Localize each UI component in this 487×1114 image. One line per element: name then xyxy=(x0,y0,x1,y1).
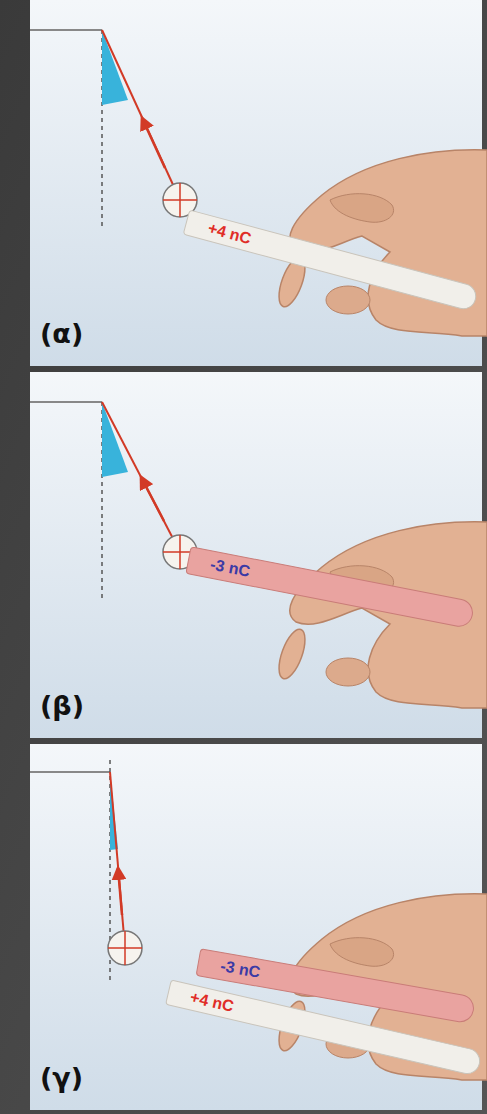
charge-value: +4 nC xyxy=(206,219,253,248)
charged-rod: +4 nC xyxy=(183,209,480,312)
charge-value: -3 nC xyxy=(219,957,262,982)
charge-value: -3 nC xyxy=(209,556,252,581)
panel-label: (γ) xyxy=(40,1062,83,1093)
panel-label: (α) xyxy=(40,318,83,349)
charge-value: +4 nC xyxy=(188,988,235,1015)
charged-rod: -3 nC xyxy=(185,546,475,629)
panel-label: (β) xyxy=(40,690,84,721)
